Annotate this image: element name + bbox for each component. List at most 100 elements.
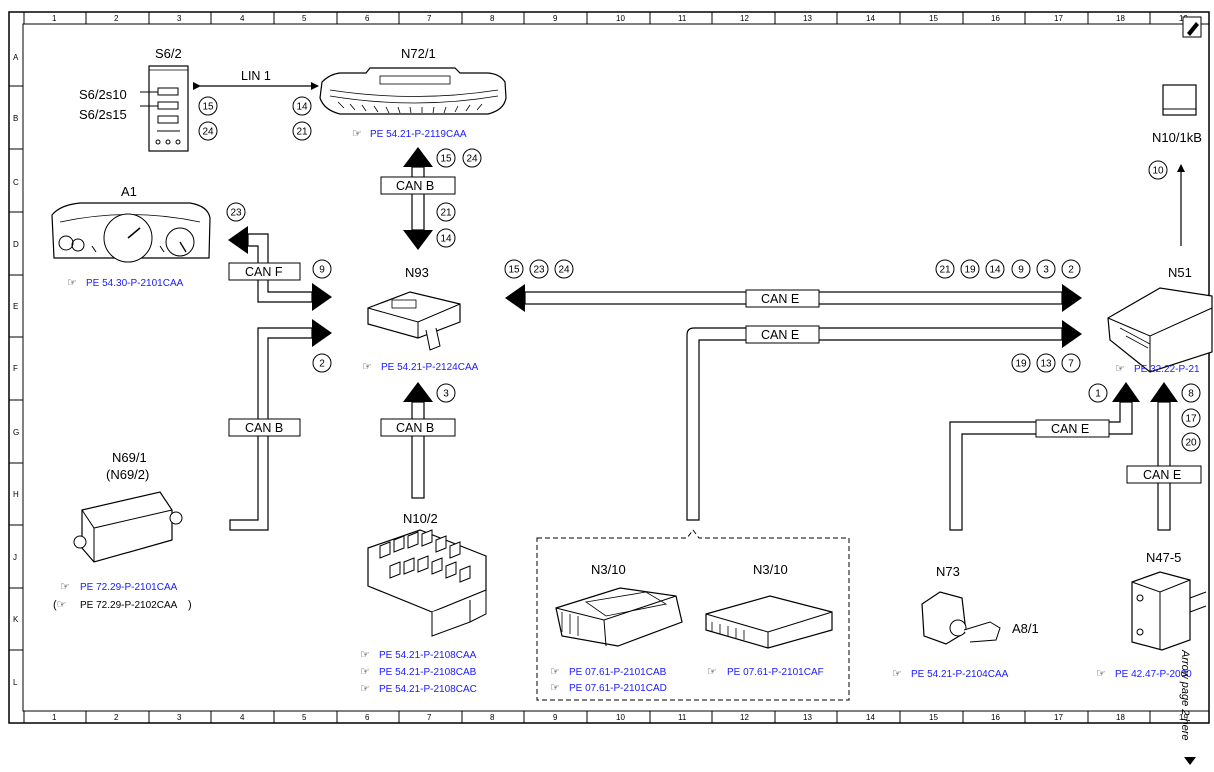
row-marker: F [13, 364, 18, 373]
n10-2-label: N10/2 [403, 511, 438, 526]
signal-number-circle [529, 259, 549, 279]
can-b-left-label-box [228, 418, 301, 437]
signal-number: 2 [1068, 265, 1074, 276]
n3-10-ecu-a [555, 587, 683, 647]
column-marker: 9 [553, 713, 558, 722]
row-marker: D [13, 240, 19, 249]
signal-number-circle [312, 353, 332, 373]
n10-2-ref2: PE 54.21-P-2108CAB [379, 667, 477, 678]
hand-pointer-icon: ☞ [360, 666, 370, 678]
signal-number: 17 [1185, 414, 1197, 425]
signal-number-circle [1088, 383, 1108, 403]
n93-label: N93 [405, 265, 429, 280]
signal-number-circle [436, 228, 456, 248]
signal-number: 24 [558, 265, 570, 276]
n10-1kb-label: N10/1kB [1152, 130, 1202, 145]
column-marker: 18 [1116, 713, 1125, 722]
can-b-bus-n10-2 [403, 382, 433, 499]
hand-pointer-icon: ☞ [1115, 363, 1125, 375]
row-marker: L [13, 678, 18, 687]
signal-number-circle [312, 259, 332, 279]
a1-instrument-cluster [51, 202, 211, 263]
column-marker: 4 [240, 713, 245, 722]
column-marker: 8 [490, 14, 495, 23]
row-marker: H [13, 490, 19, 499]
signal-number-circle [1061, 259, 1081, 279]
hand-pointer-icon: ☞ [60, 581, 70, 593]
signal-number-circle [198, 96, 218, 116]
signal-number: 20 [1185, 438, 1197, 449]
signal-number-circle [292, 96, 312, 116]
s6-2s15-label: S6/2s15 [79, 107, 127, 122]
column-marker: 1 [52, 713, 57, 722]
column-marker: 16 [991, 713, 1000, 722]
n73-ignition-switch [921, 591, 1001, 645]
n69-1-control-unit [73, 491, 183, 563]
can-f-label: CAN F [245, 265, 283, 279]
n69-2-ref: PE 72.29-P-2102CAA [80, 600, 178, 611]
column-marker: 8 [490, 713, 495, 722]
can-f-label-box [228, 262, 301, 281]
n93-ref: PE 54.21-P-2124CAA [381, 362, 479, 373]
column-marker: 9 [553, 14, 558, 23]
can-b-mid-label: CAN B [396, 421, 434, 435]
a1-label: A1 [121, 184, 137, 199]
can-e-mid-label-box [745, 325, 820, 344]
column-marker: 12 [740, 14, 749, 23]
column-marker: 17 [1054, 713, 1063, 722]
signal-number: 15 [440, 154, 452, 165]
n10-2-fuse-relay-module [367, 529, 487, 637]
can-b-bus-n69 [229, 319, 332, 531]
signal-number: 14 [296, 102, 308, 113]
a1-ref: PE 54.30-P-2101CAA [86, 278, 184, 289]
s6-2-label: S6/2 [155, 46, 182, 61]
column-marker: 4 [240, 14, 245, 23]
n3-10-group-box [536, 529, 850, 701]
signal-number-circle [1036, 353, 1056, 373]
column-marker: 12 [740, 713, 749, 722]
n10-2-ref1: PE 54.21-P-2108CAA [379, 650, 477, 661]
hand-pointer-icon: ☞ [360, 683, 370, 695]
row-marker: E [13, 302, 18, 311]
n47-5-label: N47-5 [1146, 550, 1181, 565]
n51-label: N51 [1168, 265, 1192, 280]
can-e-right-label: CAN E [1143, 468, 1181, 482]
n73-label: N73 [936, 564, 960, 579]
signal-number-circle [1036, 259, 1056, 279]
hand-pointer-icon: ☞ [707, 666, 717, 678]
row-marker: B [13, 114, 18, 123]
signal-number: 8 [1188, 389, 1194, 400]
paren-close: ) [188, 599, 192, 611]
n93-central-gateway [367, 291, 461, 351]
can-e-bus-n47-5 [1150, 382, 1178, 531]
hand-pointer-icon: ☞ [67, 277, 77, 289]
column-marker: 16 [991, 14, 1000, 23]
signal-number: 24 [466, 154, 478, 165]
signal-number-circle [504, 259, 524, 279]
signal-number-circle [1061, 353, 1081, 373]
can-b-top-label-box [380, 176, 456, 195]
column-marker: 19 [1179, 713, 1188, 722]
can-e-n73-label: CAN E [1051, 422, 1089, 436]
row-marker: G [13, 428, 19, 437]
column-marker: 6 [365, 14, 370, 23]
column-marker: 3 [177, 14, 182, 23]
signal-number: 13 [1040, 359, 1052, 370]
signal-number: 9 [1018, 265, 1024, 276]
can-b-bus-top [403, 147, 433, 250]
n10-1kb-relay [1162, 84, 1197, 116]
signal-number-circle [292, 121, 312, 141]
n3-10-ecu-b [705, 595, 833, 649]
column-marker: 15 [929, 713, 938, 722]
signal-number-circle [1181, 408, 1201, 428]
can-e-bus-n3-10 [686, 320, 1082, 521]
page-arrow-icon [1184, 757, 1196, 765]
grid-ruler: 1122334455667788991010111112121313141415… [9, 12, 1188, 723]
can-e-top-label-box [745, 289, 820, 308]
n3-10-a-label: N3/10 [591, 562, 626, 577]
column-marker: 5 [302, 14, 307, 23]
n51-ecu [1107, 287, 1213, 373]
signal-number: 10 [1152, 166, 1164, 177]
can-e-bus-n73 [949, 382, 1140, 531]
